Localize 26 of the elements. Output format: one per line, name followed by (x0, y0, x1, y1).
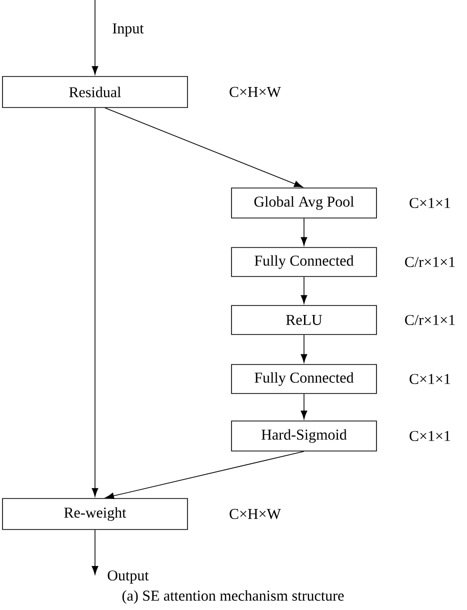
arrow (92, 530, 98, 575)
process-box: ReLU (231, 305, 377, 335)
dimension-label: C×1×1 (410, 198, 450, 208)
caption: (a) SE attention mechanism structure (122, 590, 344, 604)
dimension-label: C/r×1×1 (405, 314, 455, 326)
process-box: Residual (2, 76, 188, 108)
dimension-label: C×1×1 (410, 430, 450, 442)
arrow (300, 394, 308, 420)
process-box: Fully Connected (231, 364, 377, 394)
arrow (300, 276, 308, 304)
arrow (92, 108, 98, 497)
arrow (300, 334, 308, 363)
process-box: Fully Connected (231, 247, 377, 277)
dimension-label: C×H×W (230, 86, 281, 98)
edge-label: Output (106, 569, 150, 585)
dimension-label: C×1×1 (410, 374, 450, 384)
arrow (300, 218, 308, 246)
dimension-label: C×H×W (230, 508, 281, 520)
process-box: Hard-Sigmoid (231, 420, 377, 452)
arrow (104, 108, 303, 188)
process-box: Re-weight (2, 498, 188, 530)
arrow (105, 451, 304, 500)
edge-label: Input (111, 22, 145, 38)
process-box: Global Avg Pool (231, 188, 377, 218)
dimension-label: C/r×1×1 (405, 256, 455, 268)
arrow (92, 0, 98, 75)
